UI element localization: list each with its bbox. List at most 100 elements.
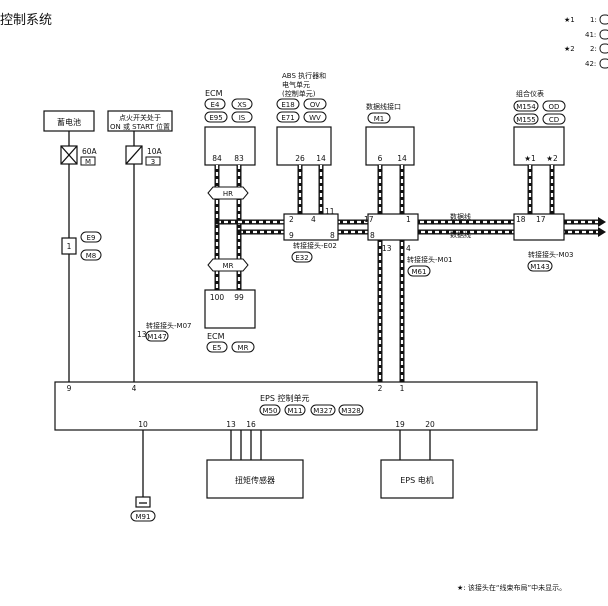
jc-e02-label: 转接接头-E02 bbox=[293, 241, 337, 250]
eps-unit-title: EPS 控制单元 bbox=[260, 393, 310, 403]
legend-conn-4 bbox=[599, 58, 608, 69]
m154-conn bbox=[513, 100, 539, 112]
jc-m03-pin-17: 17 bbox=[536, 215, 546, 224]
m1-conn bbox=[367, 112, 391, 124]
is-conn-label: IS bbox=[239, 114, 246, 122]
mr-conn bbox=[231, 341, 255, 353]
m327-conn-label: M327 bbox=[313, 407, 332, 415]
m91-conn-label: M91 bbox=[136, 513, 151, 521]
eps-pin-20: 20 bbox=[425, 420, 435, 429]
dlc-pin-14: 14 bbox=[397, 154, 407, 163]
battery-label: 蓄电池 bbox=[57, 117, 81, 127]
e18-conn-label: E18 bbox=[281, 101, 294, 109]
ecm-bottom-title: ECM bbox=[207, 332, 225, 341]
e95-conn bbox=[204, 111, 228, 123]
jc-e02-box bbox=[283, 213, 339, 241]
m327-conn bbox=[310, 404, 336, 416]
jc-e02-pin-9: 9 bbox=[289, 231, 294, 240]
data-line-arrow-1 bbox=[598, 217, 606, 227]
eps-pin-9: 9 bbox=[67, 384, 72, 393]
xs-conn-label: XS bbox=[237, 101, 247, 109]
ecm-bottom-box bbox=[204, 289, 256, 329]
e9-conn bbox=[80, 231, 102, 243]
e18-conn bbox=[276, 98, 300, 110]
jc-e02-pin-4: 4 bbox=[311, 215, 316, 224]
footnote: ★: 该接头在“线束布局”中未显示。 bbox=[457, 583, 566, 592]
jc-m01-pin-4: 4 bbox=[406, 244, 411, 253]
m11-conn bbox=[284, 404, 306, 416]
e32-conn bbox=[291, 251, 313, 263]
e9-inline-box bbox=[61, 237, 77, 255]
hr-label: HR bbox=[223, 190, 233, 198]
ignition-label-1: 点火开关处于 bbox=[119, 113, 161, 122]
legend-conn-1 bbox=[599, 14, 608, 25]
mr-label: MR bbox=[223, 262, 234, 270]
ov-conn bbox=[303, 98, 327, 110]
m154-conn-label: M154 bbox=[516, 103, 536, 111]
eps-pin-13: 13 bbox=[226, 420, 236, 429]
legend-conn-3 bbox=[599, 43, 608, 54]
abs-box bbox=[276, 126, 332, 166]
abs-pin-26: 26 bbox=[295, 154, 305, 163]
jc-m01-box bbox=[367, 213, 419, 241]
dlc-box bbox=[365, 126, 415, 166]
legend-code-2: 41: bbox=[585, 31, 596, 39]
jc-m01-pin-17: 17 bbox=[364, 215, 374, 224]
jc-e02-pin-8: 8 bbox=[330, 231, 335, 240]
m61-conn-label: M61 bbox=[412, 268, 427, 276]
legend: ★1 1: 41: ★2 2: 42: bbox=[564, 14, 608, 69]
jc-m03-label: 转接接头-M03 bbox=[528, 250, 573, 259]
xs-conn bbox=[231, 98, 253, 110]
ground-icon bbox=[135, 496, 151, 508]
m50-conn bbox=[259, 404, 281, 416]
meter-pin-1: ★1 bbox=[524, 154, 536, 163]
fuse-10a-label: 10A bbox=[147, 147, 163, 156]
hr-marker bbox=[207, 186, 249, 200]
od-conn bbox=[542, 100, 566, 112]
e9-conn-label: E9 bbox=[87, 234, 96, 242]
jc-m07-label: 转接接头-M07 bbox=[146, 321, 191, 330]
legend-mark-1: ★1 bbox=[564, 16, 575, 24]
can-bus bbox=[214, 165, 598, 382]
dlc-title: 数据线接口 bbox=[366, 102, 401, 111]
data-line-label-2: 数据线 bbox=[450, 230, 471, 239]
abs-title-1: ABS 执行器和 bbox=[282, 71, 326, 80]
m143-conn bbox=[527, 260, 553, 272]
abs-pin-14: 14 bbox=[316, 154, 326, 163]
fuse-10a-conn-label: 3 bbox=[151, 158, 155, 166]
eps-pin-1: 1 bbox=[400, 384, 405, 393]
page-title: 控制系统 bbox=[0, 13, 52, 28]
ecm-top-box bbox=[204, 126, 256, 166]
ov-conn-label: OV bbox=[310, 101, 320, 109]
m91-conn bbox=[130, 510, 156, 522]
cd-conn-label: CD bbox=[549, 116, 559, 124]
eps-pin-16: 16 bbox=[246, 420, 256, 429]
jc-m01-pin-1: 1 bbox=[406, 215, 411, 224]
legend-code-4: 42: bbox=[585, 60, 596, 68]
is-conn bbox=[231, 111, 253, 123]
meter-pin-2: ★2 bbox=[546, 154, 558, 163]
m143-conn-label: M143 bbox=[530, 263, 549, 271]
fuse-60a-label: 60A bbox=[82, 147, 98, 156]
legend-code-3: 2: bbox=[590, 45, 597, 53]
m8-conn bbox=[80, 249, 102, 261]
m147-conn-label: M147 bbox=[147, 333, 166, 341]
ecm-bottom-pin-100: 100 bbox=[210, 293, 225, 302]
dlc-pin-6: 6 bbox=[378, 154, 383, 163]
m155-conn-label: M155 bbox=[516, 116, 535, 124]
ignition-box bbox=[107, 110, 173, 132]
eps-pin-2: 2 bbox=[378, 384, 383, 393]
jc-m01-pin-8: 8 bbox=[370, 231, 375, 240]
jc-m01-pin-13: 13 bbox=[382, 244, 392, 253]
eps-motor-box bbox=[380, 459, 454, 499]
ecm-top-title: ECM bbox=[205, 89, 223, 98]
mr-conn-label: MR bbox=[238, 344, 249, 352]
m328-conn-label: M328 bbox=[341, 407, 360, 415]
eps-pin-10: 10 bbox=[138, 420, 148, 429]
eps-pin-19: 19 bbox=[395, 420, 405, 429]
torque-sensor-box bbox=[206, 459, 304, 499]
fuse-10a-conn bbox=[145, 156, 161, 166]
torque-sensor-label: 扭矩传感器 bbox=[235, 475, 275, 485]
wv-conn bbox=[303, 111, 327, 123]
